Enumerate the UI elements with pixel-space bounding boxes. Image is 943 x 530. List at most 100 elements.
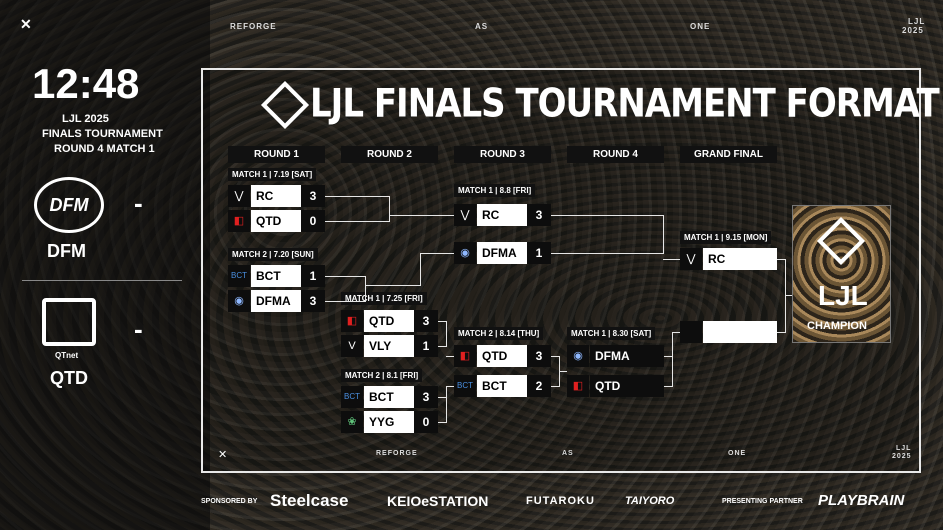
bct-logo-icon: BCT (454, 375, 476, 397)
match-row: ◧ QTD 0 (228, 210, 325, 232)
match-row: ◧ QTD 3 (341, 310, 438, 332)
ljl-logo-icon: ✕ (20, 16, 32, 32)
match-row: ◉ DFMA (567, 345, 664, 367)
match-row: BCT BCT 2 (454, 375, 551, 397)
bracket-connector (446, 321, 447, 347)
match-row: ⋁ RC 3 (228, 185, 325, 207)
sponsor-futaroku: FUTAROKU (526, 495, 595, 507)
team-score: 3 (414, 386, 438, 408)
round-header-1: ROUND 1 (228, 146, 325, 163)
bracket-connector (785, 259, 786, 333)
event-line1: LJL 2025 (62, 113, 109, 125)
team-name: DFMA (590, 345, 640, 367)
team-name: QTD (251, 210, 301, 232)
team-name: DFMA (251, 290, 301, 312)
team-name: QTD (477, 345, 527, 367)
event-line3: ROUND 4 MATCH 1 (54, 143, 155, 155)
champion-logo-text: LJL (818, 280, 868, 311)
top-word-3: ONE (690, 22, 711, 31)
match-row: ⋁ RC 3 (454, 204, 551, 226)
team2-logo-sub: QTnet (55, 351, 79, 360)
champion-card: LJL CHAMPION (792, 205, 891, 343)
team-score: 3 (301, 290, 325, 312)
team-name: RC (477, 204, 527, 226)
event-line2: FINALS TOURNAMENT (42, 128, 163, 140)
team-name: DFMA (477, 242, 527, 264)
match-row: ◧ QTD 3 (454, 345, 551, 367)
round-header-4: ROUND 4 (567, 146, 664, 163)
scoreboard-divider (22, 280, 182, 281)
dfm-logo-icon: ◉ (454, 242, 476, 264)
team-name: VLY (364, 335, 414, 357)
qtd-logo-icon: ◧ (567, 375, 589, 397)
match-label: MATCH 1 | 7.19 [SAT] (228, 168, 317, 181)
qtd-logo-icon: ◧ (454, 345, 476, 367)
panel-ljl-b: 2025 (892, 453, 912, 460)
bracket-connector (785, 295, 792, 296)
team-name: RC (251, 185, 301, 207)
team-name: BCT (251, 265, 301, 287)
team-name (703, 321, 777, 343)
sponsor-keio: KEIOeSTATION (387, 493, 489, 509)
partner-playbrain: PLAYBRAIN (818, 492, 905, 509)
match-label: MATCH 2 | 7.20 [SUN] (228, 248, 318, 261)
bracket-connector (438, 321, 446, 322)
bracket-connector (663, 215, 664, 254)
match-row: BCT BCT 1 (228, 265, 325, 287)
bracket-connector (365, 285, 420, 286)
panel-word-2: AS (562, 450, 574, 457)
team-score: 0 (301, 210, 325, 232)
round-header-3: ROUND 3 (454, 146, 551, 163)
team-score: 0 (414, 411, 438, 433)
panel-logo-icon: ✕ (218, 449, 228, 461)
team2-name: QTD (50, 368, 88, 388)
bracket-connector (672, 332, 680, 333)
rc-logo-icon: ⋁ (228, 185, 250, 207)
bracket-connector (672, 332, 673, 387)
match-label: MATCH 1 | 9.15 [MON] (680, 231, 772, 244)
sponsored-by-label: SPONSORED BY (201, 498, 258, 505)
bct-logo-icon: BCT (228, 265, 250, 287)
sponsor-steelcase: Steelcase (270, 491, 349, 510)
bracket-connector (420, 253, 421, 286)
bracket-connector (551, 386, 559, 387)
top-word-1: REFORGE (230, 22, 277, 31)
dfm-logo-icon: ◉ (567, 345, 589, 367)
bracket-connector (365, 276, 366, 302)
bracket-connector (438, 397, 446, 398)
team1-name: DFM (47, 241, 86, 261)
match-row: ◧ QTD (567, 375, 664, 397)
panel-word-1: REFORGE (376, 450, 418, 457)
qtd-logo-icon: ◧ (228, 210, 250, 232)
panel-ljl-a: LJL (896, 445, 912, 452)
team-score: 3 (301, 185, 325, 207)
qtd-logo-icon: ◧ (341, 310, 363, 332)
team-name: RC (703, 248, 777, 270)
bracket-connector (551, 215, 663, 216)
team-score: 2 (527, 375, 551, 397)
vly-logo-icon: V (341, 335, 363, 357)
bracket-connector (663, 259, 680, 260)
bracket-connector (389, 215, 454, 216)
ljl-year-b: 2025 (902, 26, 924, 35)
champion-emblem-icon (816, 216, 866, 266)
bracket-connector (551, 356, 559, 357)
match-label: MATCH 2 | 8.14 [THU] (454, 327, 544, 340)
rc-logo-icon: ⋁ (680, 248, 702, 270)
rc-logo-icon: ⋁ (454, 204, 476, 226)
presenting-partner-label: PRESENTING PARTNER (722, 498, 803, 505)
team-name: YYG (364, 411, 414, 433)
panel-word-3: ONE (728, 450, 747, 457)
bracket-connector (777, 332, 785, 333)
match-row (680, 321, 777, 343)
bracket-connector (446, 356, 454, 357)
tbd-logo-icon (680, 321, 702, 343)
team-score: 1 (527, 242, 551, 264)
bracket-connector (325, 301, 365, 302)
match-label: MATCH 1 | 7.25 [FRI] (341, 292, 427, 305)
match-label: MATCH 1 | 8.30 [SAT] (567, 327, 656, 340)
yyg-logo-icon: ❀ (341, 411, 363, 433)
bracket-connector (664, 356, 672, 357)
team-name: BCT (477, 375, 527, 397)
bracket-connector (325, 221, 389, 222)
